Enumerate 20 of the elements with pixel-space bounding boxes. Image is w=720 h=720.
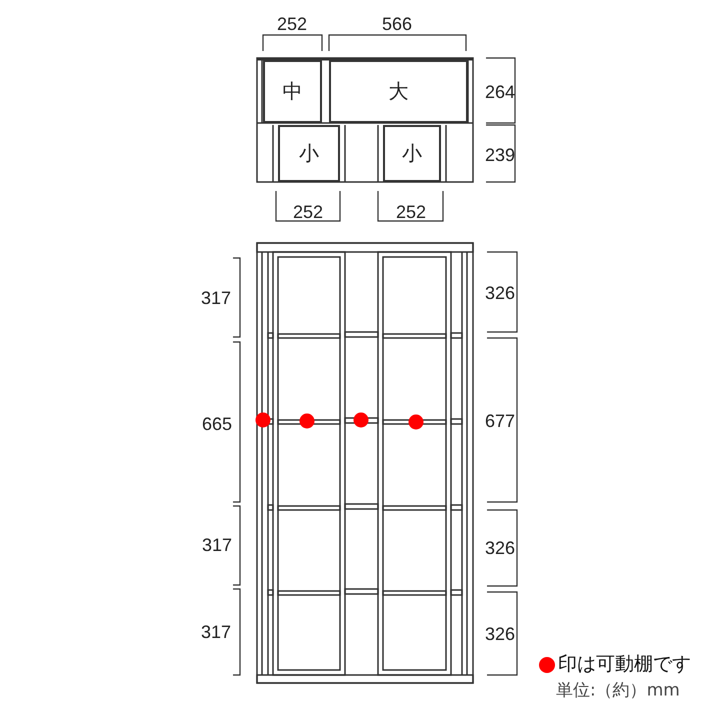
legend-text: 印は可動棚です: [558, 655, 691, 674]
dimension-label: 317: [200, 623, 232, 641]
storage-box: 大: [329, 60, 468, 123]
dimension-label: 264: [484, 83, 516, 101]
dimension-label: 677: [484, 412, 516, 430]
storage-box: 小: [383, 125, 441, 182]
dimension-label: 566: [382, 15, 412, 33]
dimension-label: 317: [200, 289, 232, 307]
dimension-label: 252: [396, 203, 426, 221]
dimension-label: 326: [484, 625, 516, 643]
dimension-label: 239: [484, 146, 516, 164]
dimension-label: 252: [292, 203, 324, 221]
dimension-label: 326: [484, 284, 516, 302]
storage-box: 中: [263, 60, 322, 123]
dimension-label: 665: [202, 415, 232, 433]
dimension-label: 326: [484, 539, 516, 557]
dimension-label: 252: [276, 15, 308, 33]
dimension-label: 317: [202, 536, 232, 554]
unit-note: 単位:（約）mm: [556, 682, 680, 700]
storage-box: 小: [278, 125, 340, 182]
